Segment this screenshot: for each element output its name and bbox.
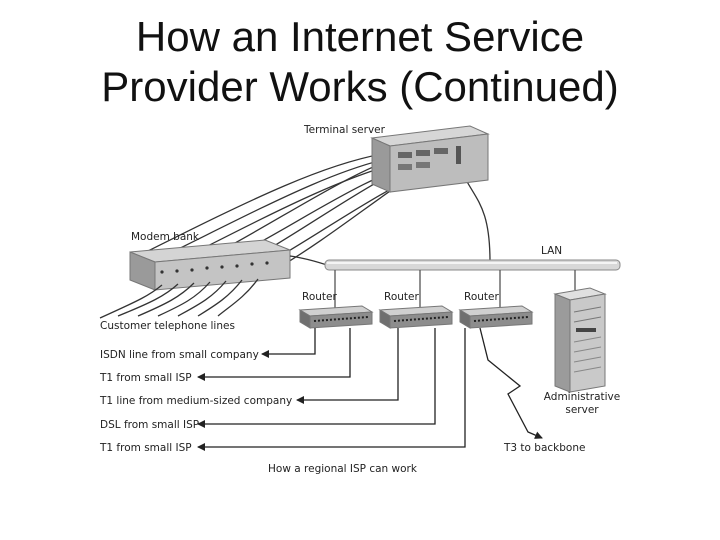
dsl-label: DSL from small ISP [100,419,199,431]
modem-lan-link [289,255,331,267]
modem-bank-label: Modem bank [131,231,200,243]
admin-server-label-line-2: server [565,404,599,416]
lan-backbone [324,259,621,271]
isdn-line [261,328,316,358]
connection-lines [197,327,543,451]
router-label-1: Router [302,291,337,303]
router-label-2: Router [384,291,419,303]
router-icon-2 [378,305,454,329]
terminal-lan-cable [461,171,491,263]
isdn-label: ISDN line from small company [100,349,259,361]
t1-small-isp-line-2 [197,328,466,451]
slide-title-line-2: Provider Works (Continued) [101,63,619,110]
lan-drops [334,270,576,308]
terminal-server-icon [370,125,490,193]
slide-title: How an Internet Service Provider Works (… [0,12,720,112]
t3-backbone-label: T3 to backbone [503,442,585,454]
router-icon-3 [458,305,534,329]
diagram-caption: How a regional ISP can work [268,463,418,475]
terminal-server-label: Terminal server [303,124,386,136]
admin-server-icon [553,287,607,393]
t1-medium-company-line [296,328,399,404]
lan-label: LAN [541,245,562,257]
admin-server-label-line-1: Administrative [544,391,620,403]
router-icon-1 [298,305,374,329]
customer-lines-label: Customer telephone lines [100,320,235,332]
t1-small-isp-label-1: T1 from small ISP [99,372,192,384]
router-label-3: Router [464,291,499,303]
t3-backbone-line [479,327,543,439]
t1-small-isp-label-2: T1 from small ISP [99,442,192,454]
t1-medium-company-label: T1 line from medium-sized company [99,395,292,407]
dsl-line [197,328,436,428]
t1-small-isp-line-1 [197,328,351,381]
slide-title-line-1: How an Internet Service [135,13,585,60]
customer-line-cables [99,278,259,319]
